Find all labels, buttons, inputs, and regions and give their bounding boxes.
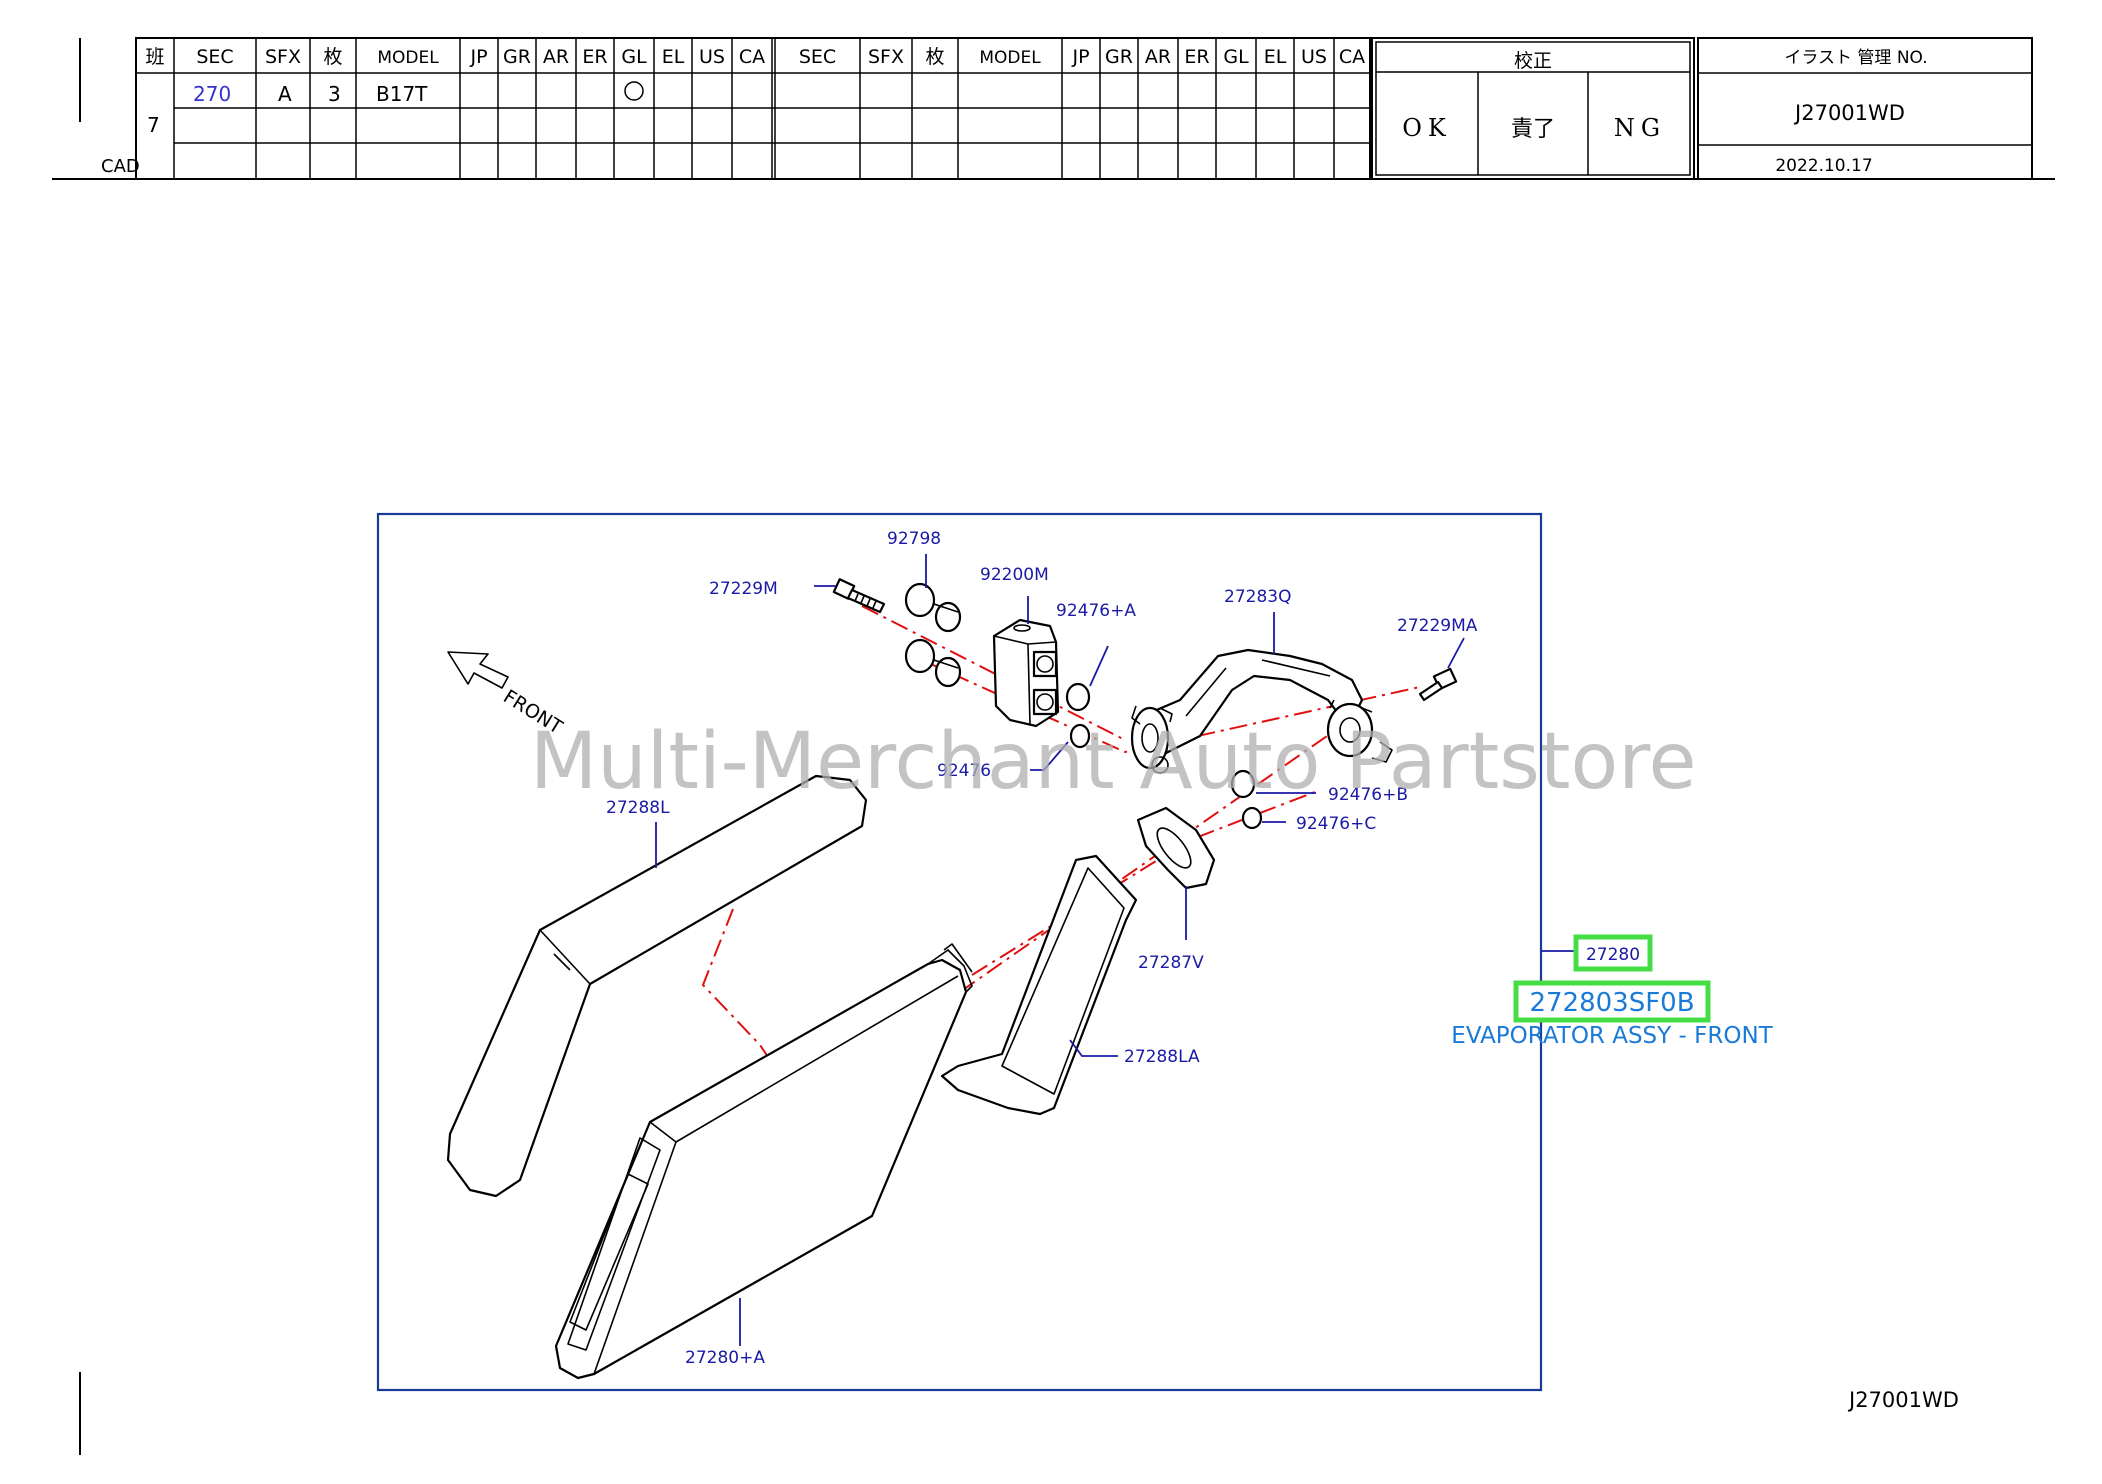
table-header-cell: GL	[1223, 46, 1249, 68]
footer-code: J27001WD	[1847, 1388, 1959, 1412]
o-ring-92476a	[1065, 682, 1091, 712]
sheet-value: 3	[328, 82, 341, 106]
table-header-cell: AR	[543, 46, 569, 68]
o-ring-92476b	[1230, 769, 1256, 799]
table-header-cell: JP	[1071, 46, 1089, 68]
evaporator-core-27280a	[554, 943, 973, 1380]
model-value: B17T	[376, 82, 428, 106]
illustration-no: J27001WD	[1793, 101, 1905, 125]
table-header-cell: MODEL	[377, 48, 439, 68]
table-header-cell: 枚	[323, 46, 342, 68]
pipe-27283q	[1130, 648, 1393, 774]
table-header-cell: CA	[739, 46, 765, 68]
gl-mark-circle	[624, 81, 644, 101]
label-27288la: 27288LA	[1124, 1047, 1200, 1067]
label-27229m: 27229M	[709, 579, 778, 599]
label-92798: 92798	[887, 529, 941, 549]
assembly-part-number[interactable]: 272803SF0B	[1529, 988, 1694, 1018]
diagram-frame	[376, 512, 1543, 1392]
label-92200m: 92200M	[980, 565, 1049, 585]
table-header-cell: SEC	[196, 46, 233, 68]
table-header-cell: EL	[1264, 46, 1287, 68]
watermark: Multi-Merchant Auto Partstore	[530, 717, 1697, 807]
label-27287v: 27287V	[1138, 953, 1204, 973]
bolt-27229ma	[1418, 667, 1458, 702]
sfx-value: A	[278, 82, 292, 106]
o-ring-92476	[1069, 723, 1091, 749]
cad-label: CAD	[101, 156, 140, 177]
table-header-cell: US	[1301, 46, 1327, 68]
check-responsibility: 責了	[1511, 117, 1555, 142]
table-header-cell: 班	[145, 46, 164, 68]
table-header-cell: JP	[469, 46, 487, 68]
expansion-valve-92200m	[992, 618, 1060, 728]
row-number: 7	[147, 113, 160, 137]
front-arrow-icon	[447, 651, 509, 689]
table-header-cell: GR	[1105, 46, 1133, 68]
assembly-callout[interactable]: 27280 272803SF0B EVAPORATOR ASSY - FRONT	[1451, 934, 1774, 1049]
assembly-ref[interactable]: 27280	[1586, 945, 1640, 965]
label-92476c: 92476+C	[1296, 814, 1376, 834]
table-header-cell: EL	[662, 46, 685, 68]
table-header-cell: SFX	[868, 46, 904, 68]
table-header-cell: MODEL	[979, 48, 1041, 68]
illustration-no-title: イラスト 管理 NO.	[1784, 48, 1927, 68]
seal-27287v	[1136, 806, 1216, 890]
table-header-cell: 枚	[925, 46, 944, 68]
leader-lines	[655, 554, 1574, 1346]
label-92476b: 92476+B	[1328, 785, 1408, 805]
table-header-cell: ER	[1184, 46, 1209, 68]
table-header-cell: GL	[621, 46, 647, 68]
label-27280a: 27280+A	[685, 1348, 765, 1368]
gasket-27288la	[940, 854, 1138, 1116]
table-header-cell: AR	[1145, 46, 1171, 68]
washer-bracket-92798	[904, 582, 962, 688]
insulator-27288l	[446, 774, 868, 1198]
label-27283q: 27283Q	[1224, 587, 1291, 607]
issue-date: 2022.10.17	[1775, 156, 1872, 176]
assembly-ref-highlight[interactable]	[1573, 934, 1653, 972]
sec-value: 270	[193, 82, 231, 106]
table-header-cell: GR	[503, 46, 531, 68]
label-92476a: 92476+A	[1056, 601, 1136, 621]
label-27229ma: 27229MA	[1397, 616, 1478, 636]
table-header-cell: SFX	[265, 46, 301, 68]
table-header-cell: CA	[1339, 46, 1365, 68]
table-header-cell: ER	[582, 46, 607, 68]
label-92476: 92476	[937, 761, 991, 781]
bolt-27229m	[832, 578, 886, 614]
o-ring-92476c	[1241, 806, 1263, 830]
title-block: CAD 7 班 SEC SFX 枚 MODEL JP GR AR ER GL EL US CA SEC SF…	[52, 37, 2055, 1455]
table-header-cell: SEC	[799, 46, 836, 68]
table-header-cell: US	[699, 46, 725, 68]
assembly-name[interactable]: EVAPORATOR ASSY - FRONT	[1451, 1023, 1773, 1049]
check-ng: NG	[1614, 114, 1666, 142]
check-title: 校正	[1514, 50, 1552, 72]
label-27288l: 27288L	[606, 798, 670, 818]
check-ok: OK	[1402, 114, 1452, 142]
assembly-part-number-highlight[interactable]	[1513, 980, 1711, 1023]
